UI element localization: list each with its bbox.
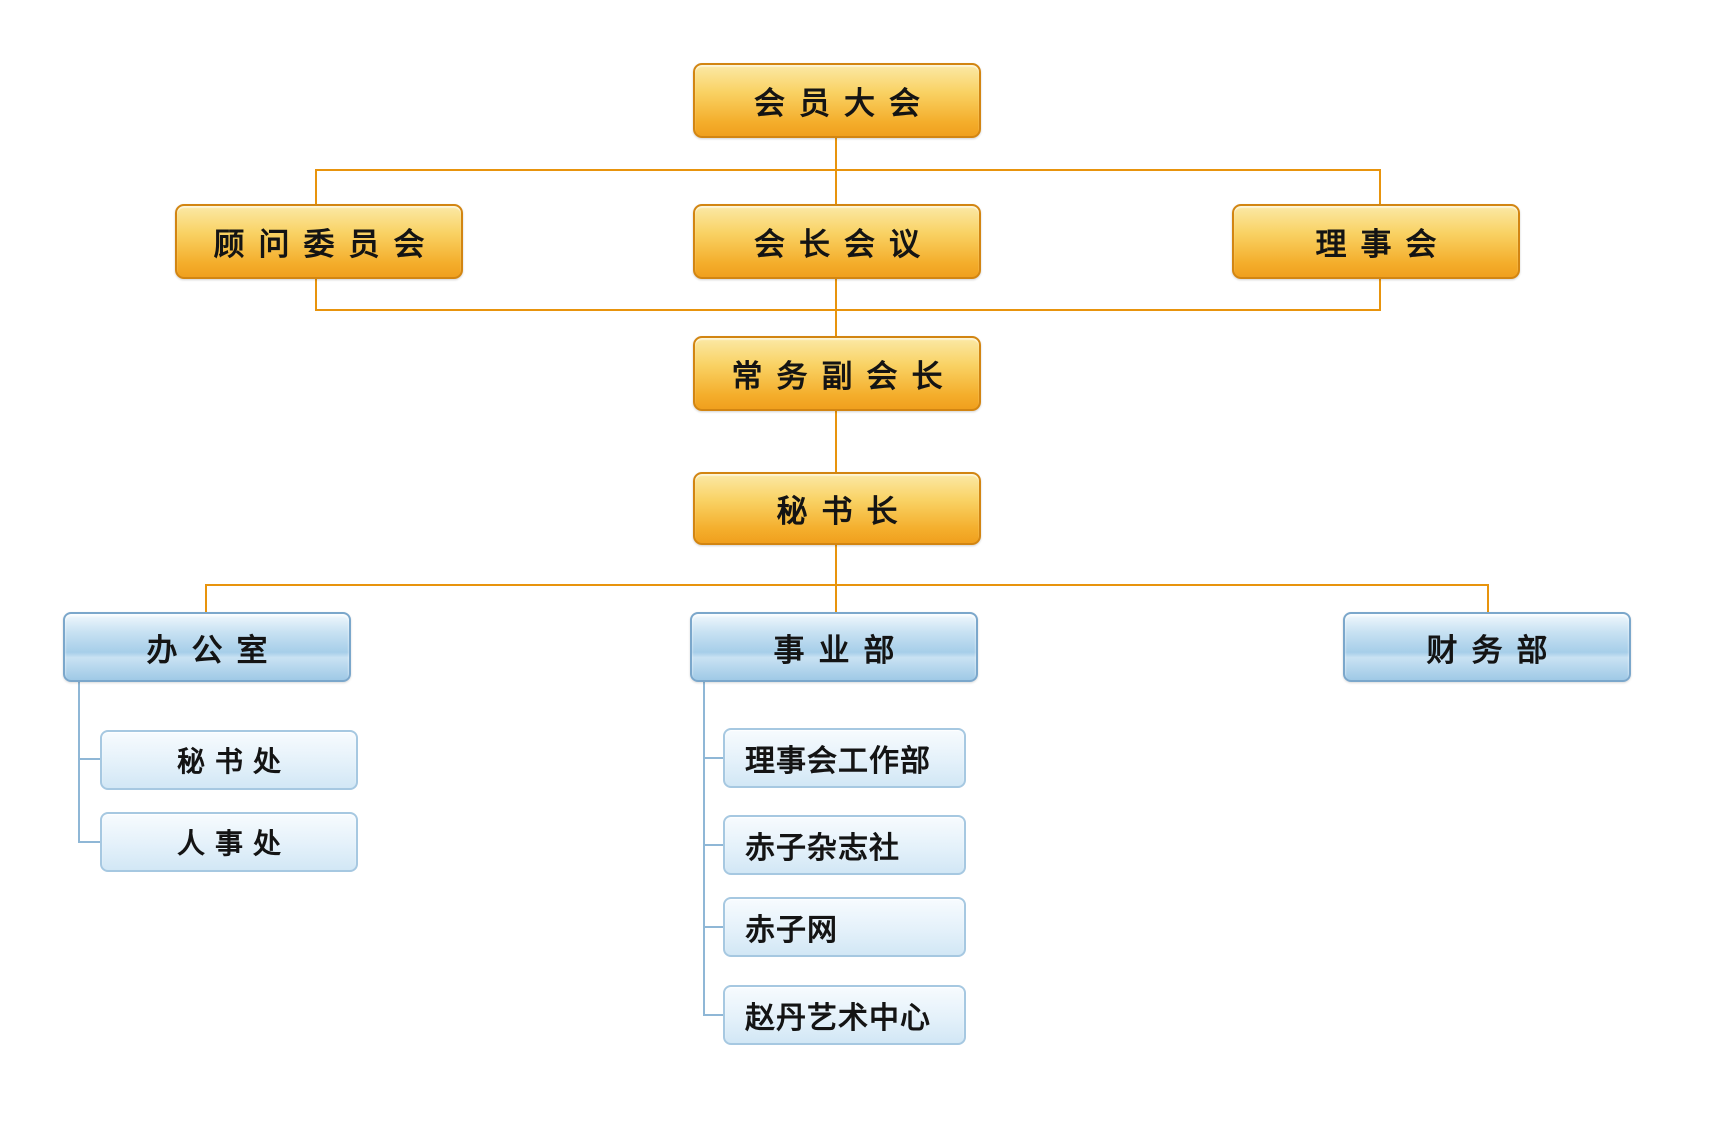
node-zhaodan-art-center: 赵丹艺术中心	[723, 985, 966, 1045]
connector-departments-rail	[205, 584, 1489, 586]
node-finance-department: 财务部	[1343, 612, 1631, 682]
node-office: 办公室	[63, 612, 351, 682]
node-personnel-office: 人事处	[100, 812, 358, 872]
node-board-work-department: 理事会工作部	[723, 728, 966, 788]
node-advisory-committee: 顾问委员会	[175, 204, 463, 279]
connector-board-work-stub	[703, 757, 723, 759]
connector-level2-right-stub	[1379, 169, 1381, 204]
connector-level2-left-down	[315, 279, 317, 311]
connector-departments-drop	[835, 545, 837, 612]
node-chizi-net: 赤子网	[723, 897, 966, 957]
connector-office-children-spine	[78, 682, 80, 843]
node-secretariat: 秘书处	[100, 730, 358, 790]
connector-office-stub	[205, 584, 207, 612]
connector-root-drop	[835, 138, 837, 204]
connector-level4-drop	[835, 411, 837, 473]
connector-chizi-net-stub	[703, 926, 723, 928]
connector-personnel-stub	[78, 841, 100, 843]
connector-level2-rail	[315, 169, 1381, 171]
connector-zhaodan-stub	[703, 1014, 723, 1016]
connector-level2-left-stub	[315, 169, 317, 204]
connector-business-children-spine	[703, 682, 705, 1016]
connector-chizi-magazine-stub	[703, 844, 723, 846]
node-executive-vice-president: 常务副会长	[693, 336, 981, 411]
node-secretary-general: 秘书长	[693, 472, 981, 545]
connector-secretariat-stub	[78, 758, 100, 760]
connector-level2-right-down	[1379, 279, 1381, 311]
node-board-of-directors: 理事会	[1232, 204, 1520, 279]
connector-level3-rail	[315, 309, 1381, 311]
connector-level3-drop	[835, 279, 837, 337]
node-chizi-magazine: 赤子杂志社	[723, 815, 966, 875]
node-business-division: 事业部	[690, 612, 978, 682]
node-member-assembly: 会员大会	[693, 63, 981, 138]
node-presidents-meeting: 会长会议	[693, 204, 981, 279]
connector-finance-stub	[1487, 584, 1489, 612]
